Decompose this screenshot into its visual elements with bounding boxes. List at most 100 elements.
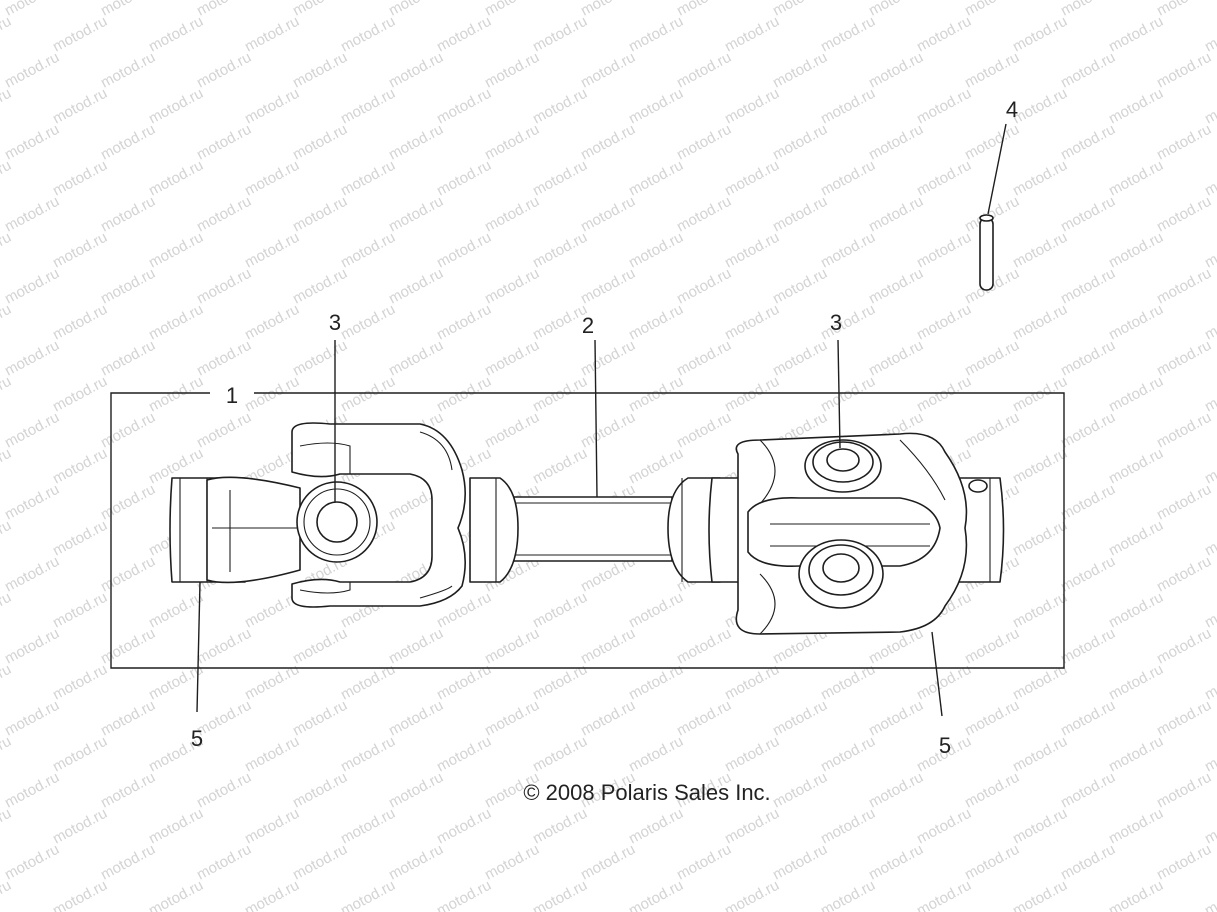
- watermark-text: motod.ru: [722, 661, 782, 704]
- watermark-text: motod.ru: [146, 157, 206, 200]
- watermark-text: motod.ru: [434, 13, 494, 56]
- watermark-text: motod.ru: [578, 193, 638, 236]
- watermark-text: motod.ru: [674, 625, 734, 668]
- watermark-text: motod.ru: [98, 0, 158, 20]
- watermark-text: motod.ru: [962, 769, 1022, 812]
- watermark-text: motod.ru: [962, 625, 1022, 668]
- watermark-text: motod.ru: [818, 877, 878, 912]
- watermark-text: motod.ru: [290, 769, 350, 812]
- watermark-text: motod.ru: [626, 301, 686, 344]
- watermark-text: motod.ru: [338, 373, 398, 416]
- watermark-text: motod.ru: [914, 877, 974, 912]
- watermark-text: motod.ru: [1058, 337, 1118, 380]
- watermark-text: motod.ru: [98, 481, 158, 524]
- watermark-text: motod.ru: [338, 85, 398, 128]
- watermark-text: motod.ru: [194, 0, 254, 20]
- watermark-text: motod.ru: [386, 769, 446, 812]
- watermark-text: motod.ru: [50, 445, 110, 488]
- watermark-text: motod.ru: [338, 805, 398, 848]
- watermark-text: motod.ru: [98, 625, 158, 668]
- watermark-text: motod.ru: [290, 841, 350, 884]
- watermark-text: motod.ru: [626, 661, 686, 704]
- watermark-text: motod.ru: [146, 13, 206, 56]
- callout-5-right: 5: [939, 733, 951, 758]
- watermark-text: motod.ru: [434, 301, 494, 344]
- watermark-text: motod.ru: [674, 121, 734, 164]
- watermark-text: motod.ru: [866, 769, 926, 812]
- watermark-text: motod.ru: [1106, 301, 1166, 344]
- watermark-text: motod.ru: [578, 409, 638, 452]
- leader-line-5-right: [931, 631, 943, 717]
- watermark-text: motod.ru: [290, 49, 350, 92]
- watermark-text: motod.ru: [482, 49, 542, 92]
- watermark-text: motod.ru: [1154, 193, 1214, 236]
- right-collar: [667, 477, 721, 583]
- watermark-text: motod.ru: [0, 373, 14, 416]
- watermark-text: motod.ru: [866, 697, 926, 740]
- watermark-text: motod.ru: [866, 265, 926, 308]
- watermark-text: motod.ru: [818, 301, 878, 344]
- watermark-text: motod.ru: [626, 13, 686, 56]
- watermark-text: motod.ru: [1058, 409, 1118, 452]
- watermark-text: motod.ru: [50, 589, 110, 632]
- watermark-text: motod.ru: [98, 697, 158, 740]
- watermark-text: motod.ru: [146, 85, 206, 128]
- watermark-text: motod.ru: [1010, 661, 1070, 704]
- watermark-text: motod.ru: [1154, 841, 1214, 884]
- watermark-text: motod.ru: [482, 841, 542, 884]
- watermark-text: motod.ru: [1106, 805, 1166, 848]
- watermark-text: motod.ru: [626, 877, 686, 912]
- watermark-text: motod.ru: [1106, 877, 1166, 912]
- watermark-text: motod.ru: [626, 445, 686, 488]
- watermark-text: motod.ru: [386, 625, 446, 668]
- watermark-text: motod.ru: [338, 877, 398, 912]
- watermark-text: motod.ru: [578, 841, 638, 884]
- watermark-text: motod.ru: [1154, 337, 1214, 380]
- callout-5-left: 5: [191, 726, 203, 751]
- watermark-text: motod.ru: [626, 373, 686, 416]
- watermark-text: motod.ru: [626, 229, 686, 272]
- watermark-text: motod.ru: [1058, 625, 1118, 668]
- watermark-text: motod.ru: [1106, 13, 1166, 56]
- watermark-text: motod.ru: [770, 337, 830, 380]
- watermark-text: motod.ru: [290, 625, 350, 668]
- watermark-text: motod.ru: [722, 373, 782, 416]
- watermark-text: motod.ru: [194, 121, 254, 164]
- watermark-text: motod.ru: [2, 553, 62, 596]
- watermark-text: motod.ru: [2, 841, 62, 884]
- watermark-text: motod.ru: [482, 625, 542, 668]
- watermark-text: motod.ru: [770, 769, 830, 812]
- watermark-text: motod.ru: [194, 625, 254, 668]
- watermark-text: motod.ru: [0, 805, 14, 848]
- watermark-text: motod.ru: [2, 697, 62, 740]
- watermark-text: motod.ru: [98, 193, 158, 236]
- watermark-text: motod.ru: [722, 301, 782, 344]
- watermark-text: motod.ru: [674, 337, 734, 380]
- watermark-text: motod.ru: [482, 409, 542, 452]
- watermark-text: motod.ru: [0, 229, 14, 272]
- watermark-text: motod.ru: [1058, 193, 1118, 236]
- left-universal-joint: [169, 422, 466, 608]
- watermark-text: motod.ru: [1010, 85, 1070, 128]
- watermark-text: motod.ru: [386, 0, 446, 20]
- copyright-notice: © 2008 Polaris Sales Inc.: [523, 780, 770, 805]
- watermark-text: motod.ru: [482, 337, 542, 380]
- watermark-text: motod.ru: [530, 661, 590, 704]
- watermark-text: motod.ru: [770, 49, 830, 92]
- watermark-text: motod.ru: [1202, 877, 1217, 912]
- watermark-text: motod.ru: [674, 697, 734, 740]
- watermark-text: motod.ru: [146, 373, 206, 416]
- watermark-text: motod.ru: [1010, 445, 1070, 488]
- watermark-text: motod.ru: [482, 121, 542, 164]
- watermark-text: motod.ru: [0, 157, 14, 200]
- watermark-text: motod.ru: [1154, 0, 1214, 20]
- watermark-text: motod.ru: [1058, 481, 1118, 524]
- watermark-text: motod.ru: [530, 373, 590, 416]
- watermark-text: motod.ru: [1154, 625, 1214, 668]
- watermark-text: motod.ru: [482, 0, 542, 20]
- watermark-text: motod.ru: [962, 121, 1022, 164]
- watermark-text: motod.ru: [2, 625, 62, 668]
- watermark-text: motod.ru: [674, 265, 734, 308]
- watermark-text: motod.ru: [98, 121, 158, 164]
- watermark-text: motod.ru: [2, 121, 62, 164]
